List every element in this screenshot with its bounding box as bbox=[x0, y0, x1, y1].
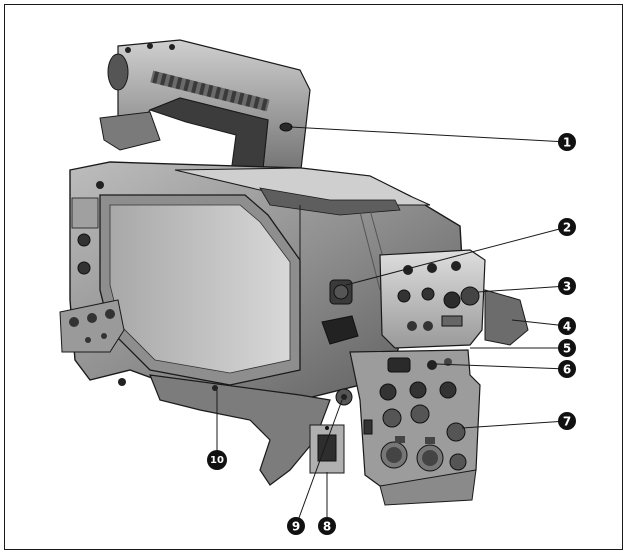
callout-3: 3 bbox=[558, 277, 576, 295]
callout-2: 2 bbox=[558, 218, 576, 236]
callout-number: 3 bbox=[563, 280, 571, 294]
viewfinder-mount bbox=[100, 112, 160, 150]
callout-number: 8 bbox=[323, 520, 331, 534]
callout-4: 4 bbox=[558, 317, 576, 335]
callout-number: 2 bbox=[563, 221, 571, 235]
leader-line-3 bbox=[478, 286, 567, 292]
callout-8: 8 bbox=[318, 517, 336, 535]
callout-9: 9 bbox=[287, 517, 305, 535]
rear-control-panel bbox=[380, 250, 528, 348]
callout-number: 6 bbox=[563, 363, 571, 377]
callout-number: 4 bbox=[563, 320, 571, 334]
callout-10: 10 bbox=[207, 450, 227, 470]
zoom-control-knob bbox=[330, 280, 352, 304]
lower-connector bbox=[336, 389, 352, 405]
callout-number: 10 bbox=[210, 455, 224, 466]
handle-front-knob bbox=[108, 54, 128, 90]
callout-5: 5 bbox=[558, 339, 576, 357]
connector-block bbox=[350, 350, 480, 505]
callout-number: 7 bbox=[563, 415, 571, 429]
callout-number: 9 bbox=[292, 520, 300, 534]
battery-mount bbox=[485, 290, 528, 345]
front-lens-mount bbox=[60, 300, 124, 352]
callout-number: 5 bbox=[563, 342, 571, 356]
callout-1: 1 bbox=[558, 133, 576, 151]
leader-line-1 bbox=[290, 127, 567, 142]
switch-block bbox=[388, 358, 410, 372]
callout-7: 7 bbox=[558, 412, 576, 430]
callout-6: 6 bbox=[558, 360, 576, 378]
callout-number: 1 bbox=[563, 136, 571, 150]
power-switch-panel bbox=[310, 425, 344, 473]
carrying-handle bbox=[100, 40, 310, 180]
